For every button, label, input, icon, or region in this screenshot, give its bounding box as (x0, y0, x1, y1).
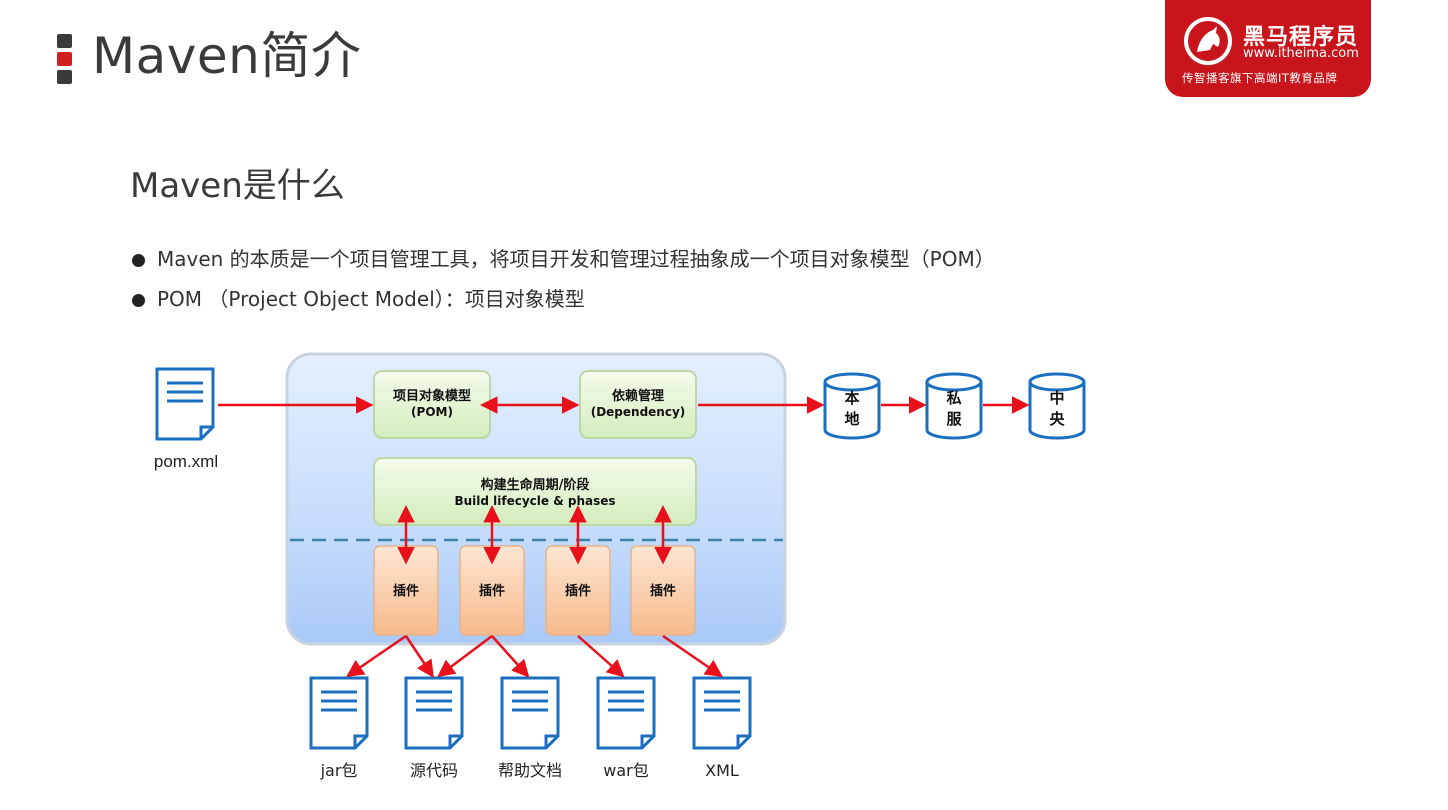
pom-box-line2: (POM) (411, 405, 453, 419)
pom-file-label: pom.xml (154, 452, 218, 471)
bullet-text: Maven 的本质是一个项目管理工具，将项目开发和管理过程抽象成一个项目对象模型… (157, 247, 995, 271)
title-marker-icon (57, 34, 73, 86)
arrow-plugin1-to-source (404, 635, 434, 678)
output-label-jar: jar包 (320, 761, 358, 780)
war-file-icon (596, 676, 656, 750)
output-label-source: 源代码 (410, 761, 458, 780)
arrow-plugin4-to-xml (662, 634, 723, 677)
pom-file-icon (155, 367, 215, 441)
repo-central-line2: 央 (1049, 410, 1065, 428)
bullet-text: POM （Project Object Model）：项目对象模型 (157, 287, 585, 311)
repo-local-line2: 地 (844, 410, 859, 428)
repo-private-line2: 服 (946, 410, 962, 428)
lifecycle-box-line2: Build lifecycle & phases (454, 494, 615, 508)
arrow-plugin1-to-jar (346, 634, 407, 677)
arrow-plugin2-to-docs (491, 635, 530, 678)
dependency-box-line2: (Dependency) (591, 405, 686, 419)
section-subtitle: Maven是什么 (130, 166, 345, 206)
lifecycle-box-line1: 构建生命周期/阶段 (481, 477, 590, 493)
dependency-box-line1: 依赖管理 (612, 388, 664, 404)
output-label-war: war包 (603, 761, 648, 780)
page-title: Maven简介 (92, 27, 362, 85)
repo-central-line1: 中 (1049, 389, 1064, 407)
plugin-label: 插件 (565, 583, 591, 599)
docs-file-icon (500, 676, 560, 750)
xml-file-icon (692, 676, 752, 750)
plugin-label: 插件 (650, 583, 676, 599)
output-label-docs: 帮助文档 (498, 761, 562, 780)
pom-box-line1: 项目对象模型 (393, 388, 471, 404)
jar-file-icon (309, 676, 369, 750)
horse-logo-icon (1184, 17, 1232, 65)
bullet-item: Maven 的本质是一个项目管理工具，将项目开发和管理过程抽象成一个项目对象模型… (130, 243, 995, 283)
repo-private-line1: 私 (945, 389, 961, 407)
dependency-box (579, 370, 697, 439)
brand-url: www.itheima.com (1243, 46, 1359, 61)
marker-block-bottom (57, 70, 72, 84)
bullet-dot-icon (132, 254, 145, 267)
bullet-item: POM （Project Object Model）：项目对象模型 (130, 283, 995, 323)
brand-name: 黑马程序员 (1243, 25, 1359, 50)
brand-slogan: 传智播客旗下高端IT教育品牌 (1182, 71, 1338, 85)
plugin-label: 插件 (393, 583, 419, 599)
source-file-icon (404, 676, 464, 750)
marker-block-middle (57, 52, 72, 66)
lifecycle-box (373, 457, 697, 526)
repo-local-line1: 本 (844, 389, 859, 407)
arrow-plugin2-to-source (437, 635, 493, 678)
bullet-list: Maven 的本质是一个项目管理工具，将项目开发和管理过程抽象成一个项目对象模型… (130, 243, 995, 323)
output-label-xml: XML (705, 761, 739, 780)
plugin-label: 插件 (479, 583, 505, 599)
marker-block-top (57, 34, 72, 48)
arrow-plugin3-to-war (577, 635, 625, 678)
brand-logo: 黑马程序员 www.itheima.com 传智播客旗下高端IT教育品牌 (1165, 0, 1371, 97)
bullet-dot-icon (132, 294, 145, 307)
